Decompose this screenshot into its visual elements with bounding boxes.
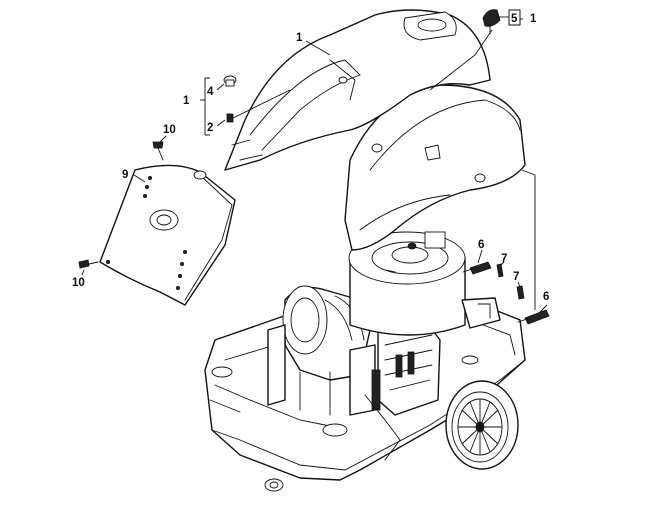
connector-part-6-top: [462, 261, 492, 275]
callout-9: 9: [122, 169, 128, 181]
knob-part-4: [223, 75, 237, 87]
screw-part-10-bottom: [78, 259, 99, 269]
callout-5: 5: [511, 13, 518, 25]
callout-10-top: 10: [163, 124, 176, 136]
pin-part-7-top: [496, 263, 504, 278]
callout-4: 4: [207, 86, 214, 98]
callout-1-left: 1: [183, 95, 190, 107]
motor-assembly: [267, 285, 376, 416]
hood-cover: [224, 9, 526, 251]
front-panel: [99, 164, 236, 306]
callout-1-box-suffix: 1: [530, 13, 537, 25]
callout-6-bottom: 6: [543, 291, 549, 303]
screw-part-10-top: [152, 141, 164, 161]
callout-2: 2: [207, 122, 213, 134]
pin-part-7-bottom: [516, 285, 525, 300]
callout-5-box: [508, 9, 521, 26]
connector-part-6-bottom: [517, 309, 550, 325]
spring-part-2: [226, 113, 234, 123]
callout-6-top: 6: [478, 239, 484, 251]
callout-1-top: 1: [296, 32, 303, 44]
heater-drum: [348, 231, 501, 336]
callout-7-bottom: 7: [513, 271, 519, 283]
callout-10-bottom: 10: [72, 277, 85, 289]
leader-lines: [81, 16, 548, 313]
callout-7-top: 7: [501, 253, 507, 265]
callout-labels: 1 5 1 1 4 2 10 9 10 6 7 7 6: [72, 9, 549, 303]
wheel: [445, 380, 519, 470]
